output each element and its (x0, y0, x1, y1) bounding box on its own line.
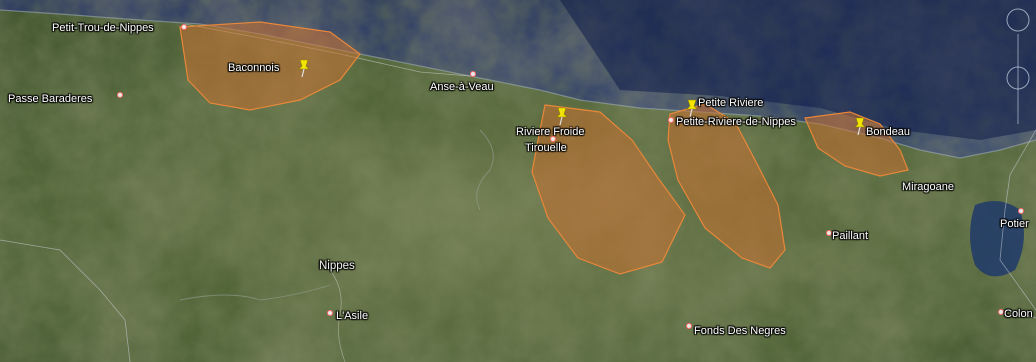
label-petit-trou-de-nippes[interactable]: Petit-Trou-de-Nippes (52, 22, 154, 34)
label-nippes[interactable]: Nippes (319, 260, 355, 272)
pushpin-icon[interactable] (852, 116, 868, 136)
area-riviere-froide[interactable] (531, 104, 686, 275)
area-petite-riviere[interactable] (667, 103, 786, 269)
label-fonds-des-negres[interactable]: Fonds Des Negres (694, 325, 786, 337)
river-2 (476, 129, 494, 211)
navigation-control-icon[interactable] (1004, 4, 1032, 134)
label-l-asile[interactable]: L'Asile (336, 310, 369, 322)
pushpin-icon[interactable] (684, 98, 700, 118)
label-petite-riviere-de-nippes[interactable]: Petite-Riviere-de-Nippes (676, 116, 796, 128)
area-baconnois[interactable] (179, 21, 361, 111)
pushpin-icon[interactable] (554, 106, 570, 126)
boundary-west (0, 239, 131, 362)
place-dot-icon[interactable] (327, 310, 333, 316)
place-dot-icon[interactable] (686, 323, 692, 329)
place-dot-icon[interactable] (826, 230, 832, 236)
label-bondeau[interactable]: Bondeau (866, 126, 911, 138)
label-tirouelle[interactable]: Tirouelle (525, 142, 567, 154)
highlighted-areas (179, 21, 909, 275)
label-passe-baraderes[interactable]: Passe Baraderes (8, 93, 93, 105)
boundary-east-2 (1004, 309, 1036, 319)
lake (970, 201, 1024, 277)
place-dot-icon[interactable] (181, 24, 187, 30)
label-miragoane[interactable]: Miragoane (902, 181, 954, 193)
place-dot-icon[interactable] (1018, 208, 1024, 214)
label-baconnois[interactable]: Baconnois (228, 62, 280, 74)
area-bondeau[interactable] (804, 111, 909, 177)
river (179, 284, 331, 301)
place-dot-icon[interactable] (998, 309, 1004, 315)
place-dot-icon[interactable] (550, 136, 556, 142)
place-dot-icon[interactable] (470, 71, 476, 77)
label-potier[interactable]: Potier (1000, 218, 1029, 230)
pushpin-icon[interactable] (296, 58, 312, 78)
label-petite-riviere[interactable]: Petite Riviere (698, 97, 764, 109)
place-dot-icon[interactable] (117, 92, 123, 98)
place-dot-icon[interactable] (668, 117, 674, 123)
road-inland (329, 269, 346, 362)
label-colon[interactable]: Colon (1004, 308, 1033, 320)
boundary-east (999, 129, 1036, 311)
label-paillant[interactable]: Paillant (832, 230, 869, 242)
label-riviere-froide[interactable]: Riviere Froide (516, 126, 585, 138)
deep-sea (560, 0, 1036, 140)
label-anse-a-veau[interactable]: Anse-à-Veau (430, 81, 494, 93)
